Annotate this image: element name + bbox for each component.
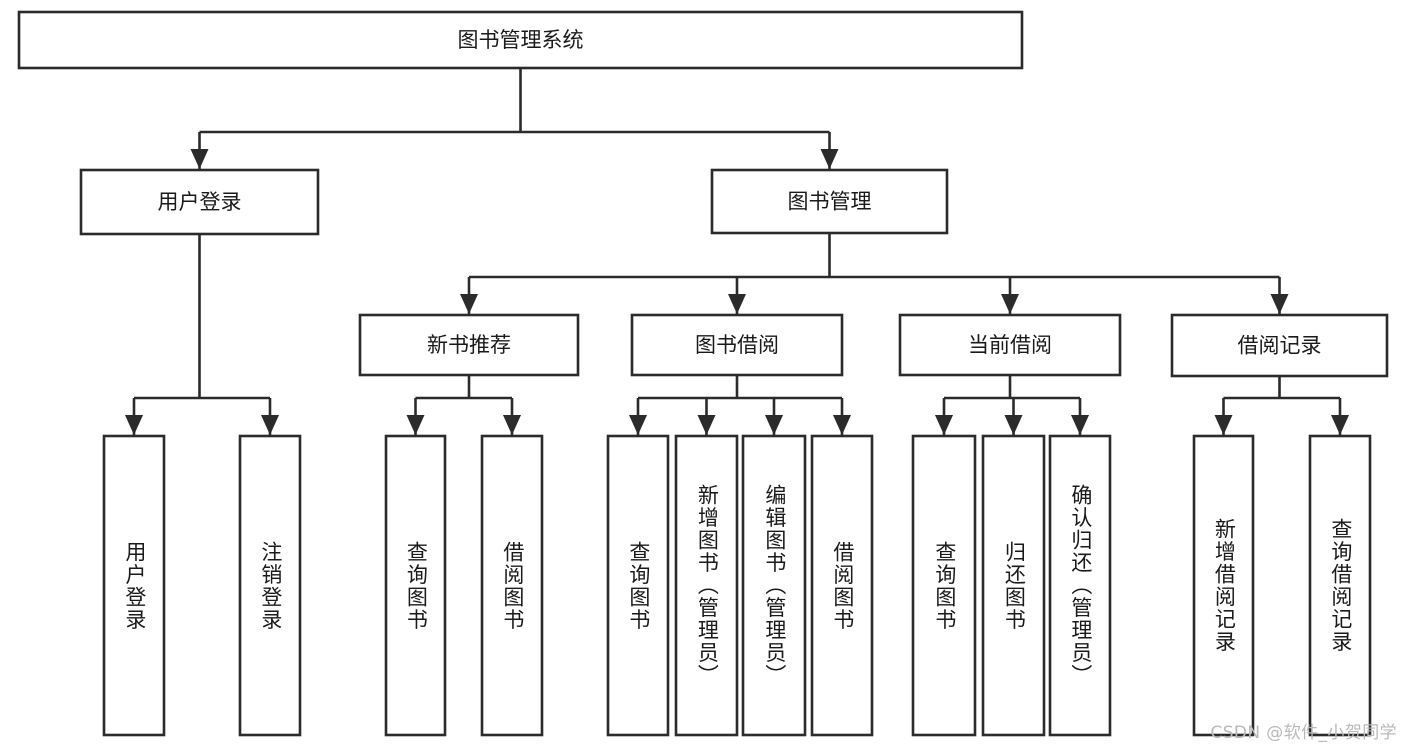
arrow-head-icon [125,415,143,435]
node-box-l2-book[interactable] [710,168,949,235]
edges-layer [125,68,1349,435]
node-box-leaf-c-query[interactable] [911,434,977,737]
node-box-l3-new[interactable] [358,313,580,377]
arrow-head-icon [406,415,425,435]
watermark-text: CSDN @软件_小贺同学 [1210,723,1397,743]
node-box-leaf-b-query[interactable] [606,434,670,737]
node-label-l3-current: 当前借阅 [968,333,1052,357]
node-box-l3-borrow[interactable] [630,313,844,377]
node-box-leaf-r-add[interactable] [1192,434,1255,737]
arrow-head-icon [460,294,478,314]
arrow-head-icon [697,415,716,435]
node-box-l3-record[interactable] [1170,313,1389,378]
node-box-l2-user[interactable] [79,168,320,236]
arrow-head-icon [935,415,953,435]
arrow-head-icon [261,415,279,435]
arrow-head-icon [1331,415,1349,435]
node-box-leaf-b-add[interactable] [674,434,739,737]
node-label-l3-new: 新书推荐 [427,333,511,357]
node-box-leaf-user-logout[interactable] [238,434,302,737]
node-box-leaf-b-edit[interactable] [741,434,807,737]
node-label-l2-user: 用户登录 [158,190,242,214]
arrow-head-icon [1214,415,1233,435]
boxes-layer [17,10,1389,737]
arrow-head-icon [503,415,521,435]
node-box-leaf-r-query[interactable] [1308,434,1372,737]
node-box-leaf-user-login[interactable] [102,434,166,737]
arrow-head-icon [728,294,746,314]
arrow-head-icon [1270,294,1289,314]
node-box-leaf-c-return[interactable] [981,434,1046,737]
arrow-head-icon [1001,294,1019,314]
node-label-l3-record: 借阅记录 [1238,334,1322,358]
node-box-leaf-b-lend[interactable] [810,434,874,737]
node-box-leaf-new-query[interactable] [384,434,447,737]
arrow-head-icon [833,415,851,435]
arrow-head-icon [1071,415,1089,435]
arrow-head-icon [1004,415,1023,435]
arrow-head-icon [629,415,647,435]
node-box-l3-current[interactable] [898,313,1122,377]
node-box-root[interactable] [17,10,1024,70]
arrow-head-icon [820,149,839,169]
arrow-head-icon [190,149,209,169]
node-label-l2-book: 图书管理 [788,190,872,214]
node-label-root: 图书管理系统 [458,28,584,52]
node-box-leaf-c-confirm[interactable] [1048,434,1112,737]
node-box-leaf-new-borrow[interactable] [480,434,544,737]
arrow-head-icon [765,415,783,435]
node-label-l3-borrow: 图书借阅 [695,333,779,357]
